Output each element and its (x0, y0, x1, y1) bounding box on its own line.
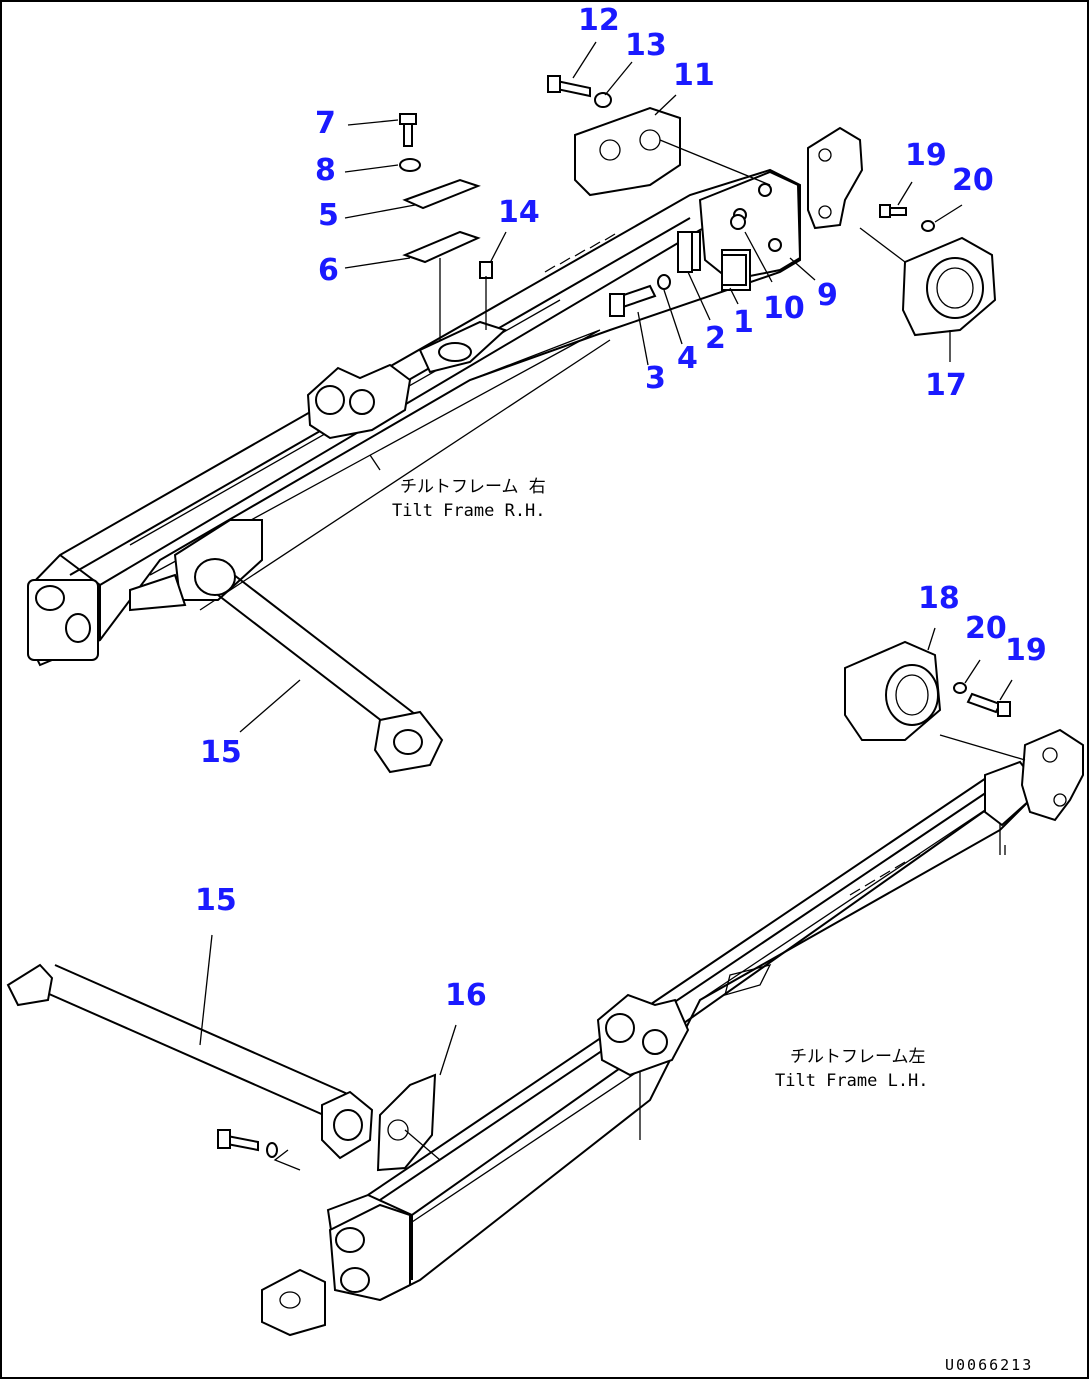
cross-tube-upper (194, 558, 444, 774)
cap-9 (807, 126, 864, 230)
tilt-frame-left (326, 760, 1031, 1302)
bolt-12 (547, 75, 591, 98)
frame-label-right-en: Tilt Frame R.H. (392, 501, 546, 521)
washer-13 (594, 92, 612, 108)
frame-label-right-jp: チルトフレーム 右 (400, 477, 546, 497)
washer-8 (399, 158, 421, 172)
tilt-frame-right (27, 168, 802, 667)
callout-15-upper: 15 (200, 735, 242, 770)
bolt-19-lower (966, 692, 1011, 717)
gasket-6 (402, 230, 481, 264)
drawing-id: U0066213 (945, 1356, 1033, 1374)
end-cap-lower (1020, 728, 1084, 822)
callout-15-lower: 15 (195, 883, 237, 918)
plate-1 (721, 254, 747, 286)
callout-19-lower: 19 (1005, 633, 1047, 668)
cover-5 (402, 178, 481, 210)
callout-4: 4 (677, 341, 698, 376)
callout-10: 10 (763, 291, 805, 326)
bolt-19-upper (879, 204, 907, 218)
washer-20-lower (953, 682, 967, 694)
callout-2: 2 (705, 321, 726, 356)
bracket-11 (574, 106, 681, 197)
callout-9: 9 (817, 278, 838, 313)
washer-20-upper (921, 220, 935, 232)
callout-12: 12 (578, 3, 620, 38)
shim-16 (376, 1073, 437, 1172)
bolt-7 (399, 113, 417, 147)
pin-10 (730, 214, 746, 230)
callout-14: 14 (498, 195, 540, 230)
callout-19-upper: 19 (905, 138, 947, 173)
grease-fitting-14 (479, 261, 493, 279)
bolt-3 (609, 284, 657, 317)
leader-lines (199, 41, 1026, 1171)
flange-18 (844, 640, 942, 741)
callout-6: 6 (318, 253, 339, 288)
callout-1: 1 (733, 305, 754, 340)
callout-13: 13 (625, 28, 667, 63)
callout-16: 16 (445, 978, 487, 1013)
callout-17: 17 (925, 368, 967, 403)
cross-tube-lower (6, 963, 374, 1160)
callout-7: 7 (315, 106, 336, 141)
shim-2 (677, 231, 693, 273)
frame-label-left-jp: チルトフレーム左 (790, 1047, 926, 1067)
washer-4 (657, 274, 671, 290)
frame-label-left-en: Tilt Frame L.H. (775, 1071, 929, 1091)
callout-numbers: 12 13 11 7 8 5 6 14 3 4 2 1 10 9 19 20 1… (195, 3, 1047, 1013)
callout-5: 5 (318, 198, 339, 233)
callout-20-lower: 20 (965, 611, 1007, 646)
callout-18: 18 (918, 581, 960, 616)
block-lower-left (261, 1268, 326, 1337)
callout-20-upper: 20 (952, 163, 994, 198)
flange-17 (901, 236, 997, 337)
callout-8: 8 (315, 153, 336, 188)
callout-3: 3 (645, 361, 666, 396)
callout-11: 11 (673, 58, 715, 93)
